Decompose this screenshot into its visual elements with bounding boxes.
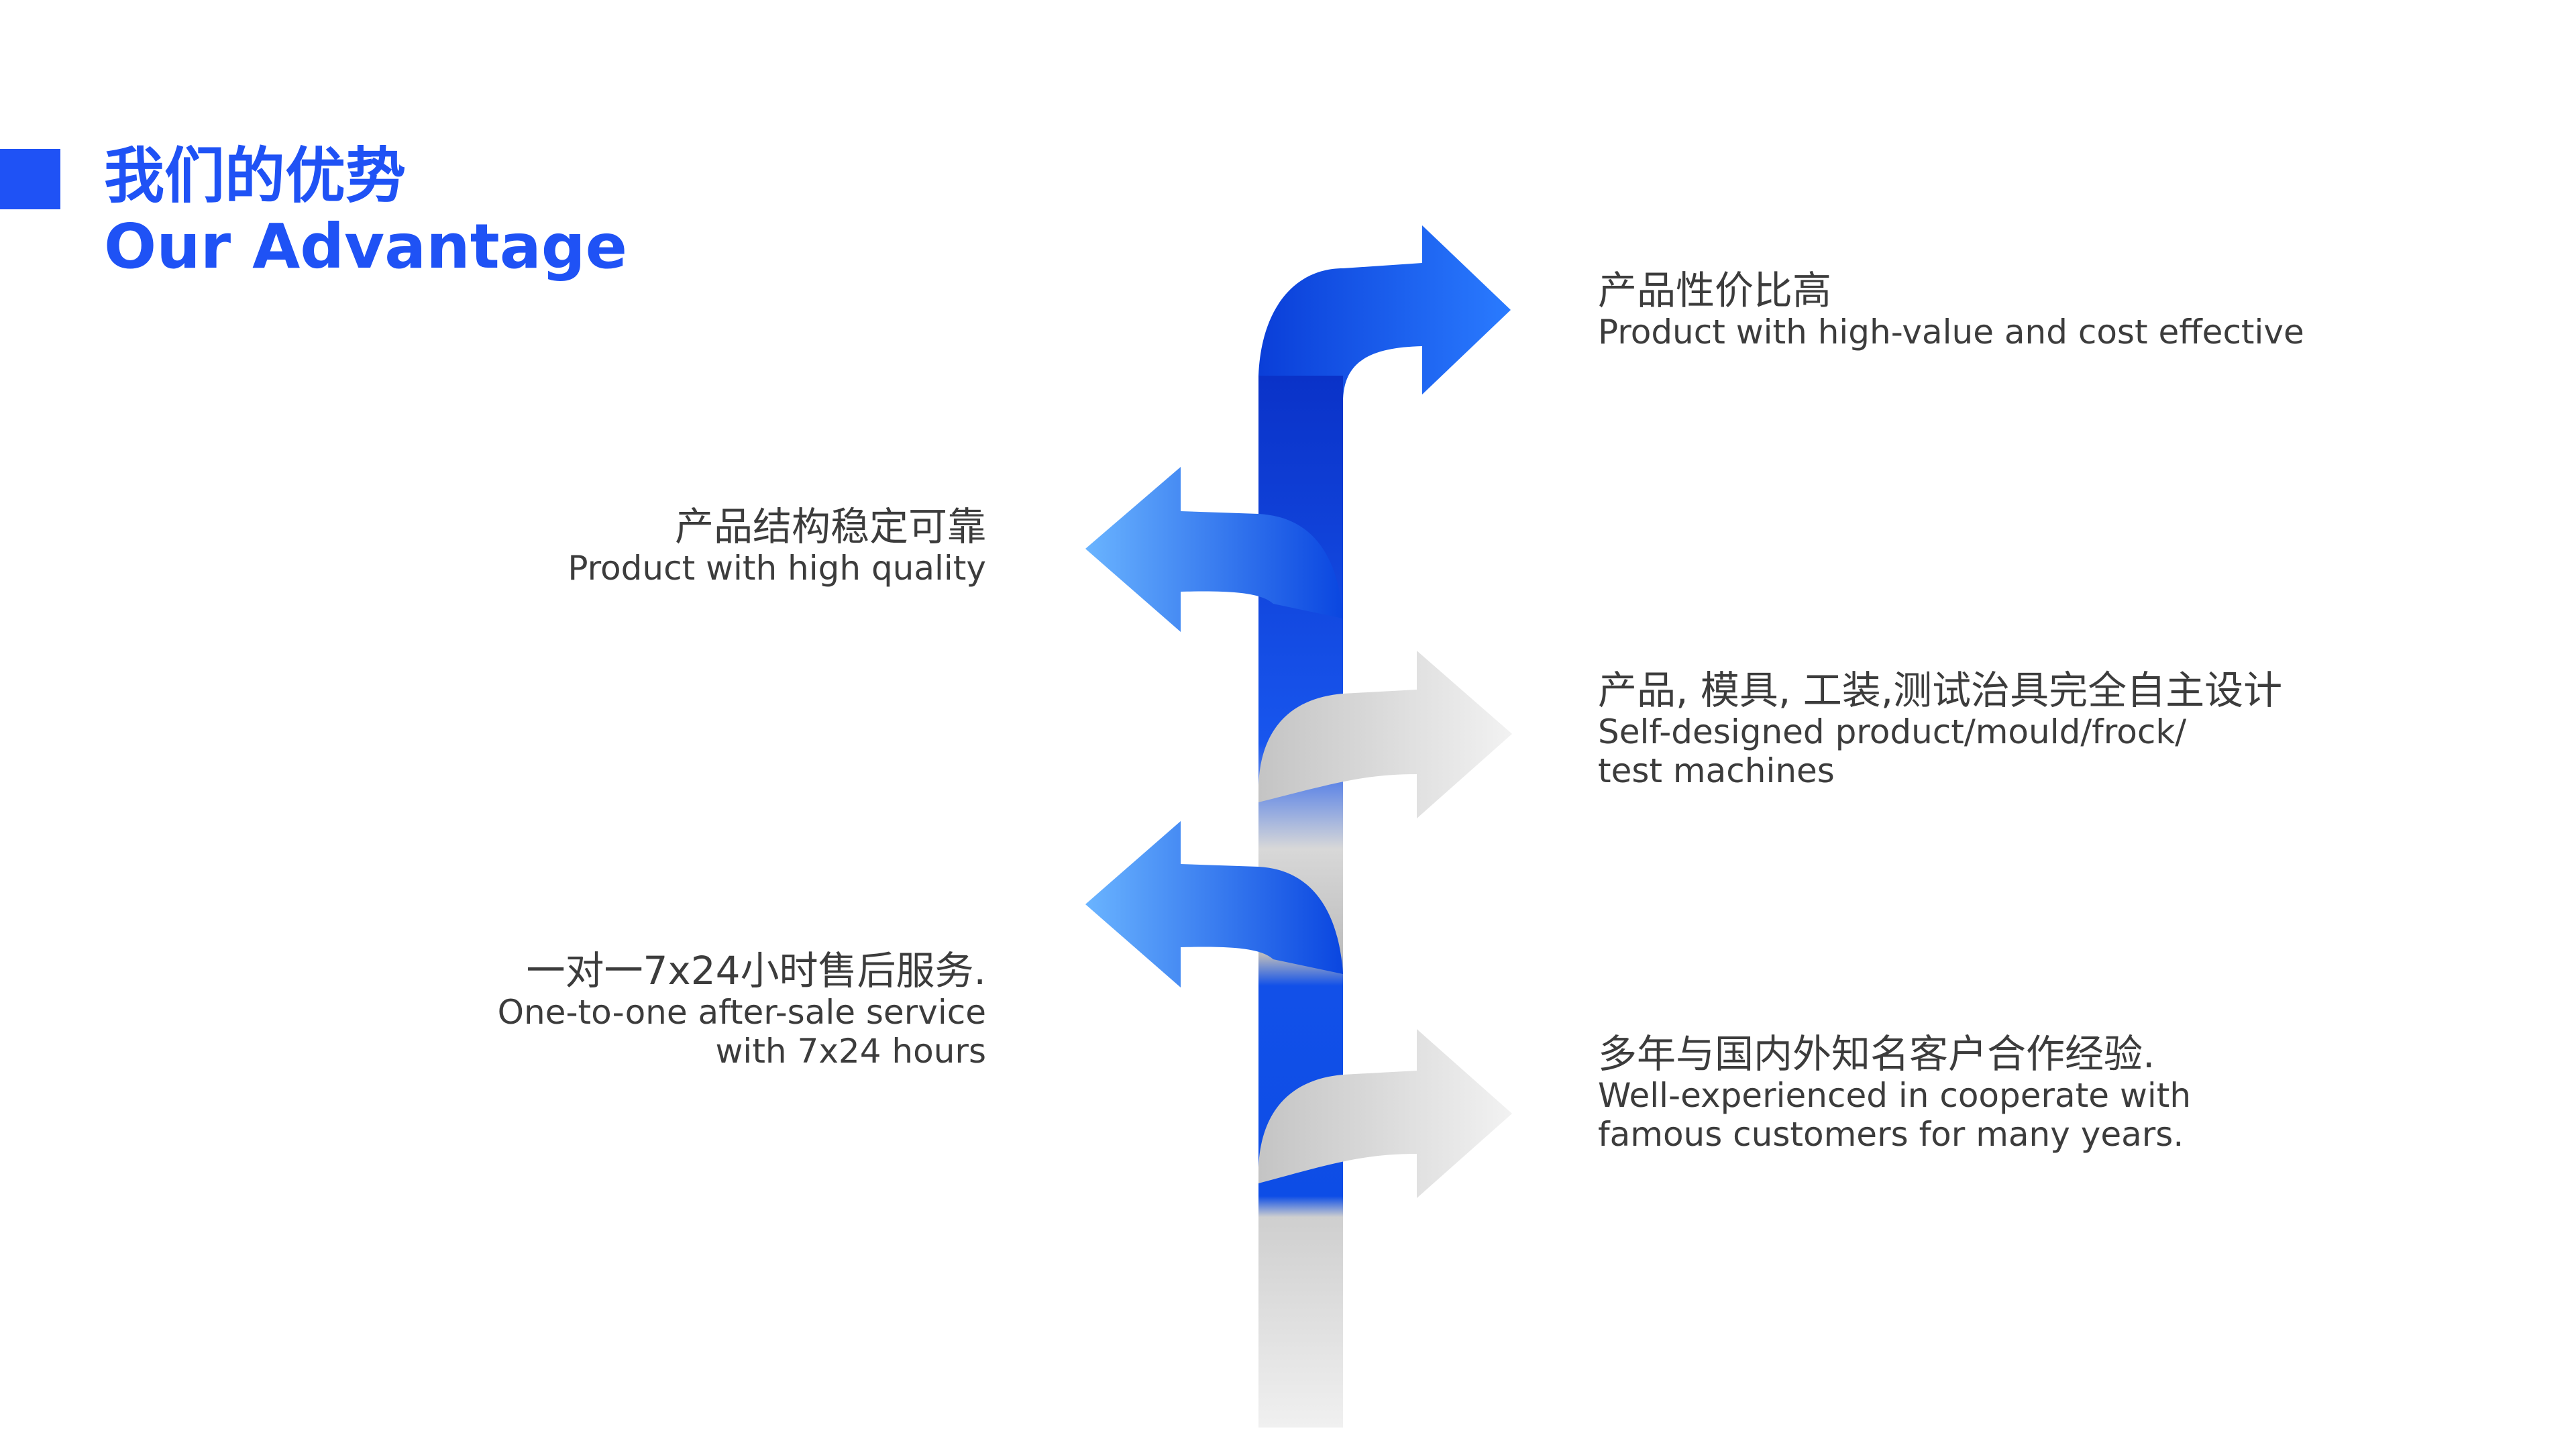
arrow-right-3: [1258, 651, 1512, 818]
arrow-left-2: [1085, 467, 1343, 632]
advantage-1-title: 产品性价比高: [1598, 268, 1832, 313]
advantage-item-5: 多年与国内外知名客户合作经验. Well-experienced in coop…: [1598, 1032, 2191, 1154]
advantage-4-desc-line-2: with 7x24 hours: [715, 1032, 986, 1071]
advantage-3-title: 产品, 模具, 工装,测试治具完全自主设计: [1598, 667, 2283, 713]
advantage-item-2: 产品结构稳定可靠 Product with high quality: [568, 504, 986, 588]
advantage-item-4: 一对一7x24小时售后服务. One-to-one after-sale ser…: [498, 949, 986, 1071]
advantage-2-desc-line-1: Product with high quality: [568, 549, 986, 588]
advantage-3-desc-line-2: test machines: [1598, 751, 1835, 790]
arrow-right-1: [1258, 225, 1511, 402]
advantage-5-desc-line-1: Well-experienced in cooperate with: [1598, 1076, 2192, 1115]
advantage-4-title: 一对一7x24小时售后服务.: [526, 948, 986, 994]
arrow-right-5: [1258, 1029, 1512, 1198]
advantage-5-desc-line-2: famous customers for many years.: [1598, 1115, 2184, 1154]
advantage-item-1: 产品性价比高 Product with high-value and cost …: [1598, 268, 2304, 352]
advantage-3-desc-line-1: Self-designed product/mould/frock/: [1598, 712, 2187, 751]
page-title-chinese: 我们的优势: [104, 141, 406, 211]
arrow-left-4: [1085, 821, 1343, 987]
advantage-2-title: 产品结构稳定可靠: [674, 504, 986, 549]
advantage-5-title: 多年与国内外知名客户合作经验.: [1598, 1031, 2155, 1077]
title-accent-bar: [0, 149, 60, 209]
page-title-english: Our Advantage: [104, 211, 628, 282]
advantage-4-desc-line-1: One-to-one after-sale service: [497, 993, 986, 1032]
advantage-1-desc-line-1: Product with high-value and cost effecti…: [1598, 313, 2304, 352]
advantage-item-3: 产品, 模具, 工装,测试治具完全自主设计 Self-designed prod…: [1598, 668, 2282, 790]
